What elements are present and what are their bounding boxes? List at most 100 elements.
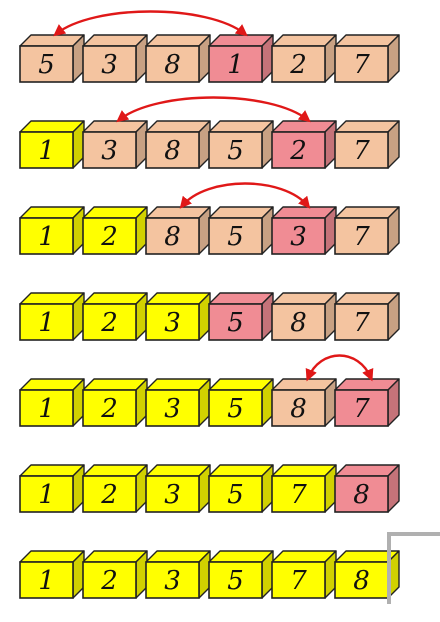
box-number: 7 (353, 222, 370, 252)
box-number: 5 (227, 308, 244, 338)
box-front-face (334, 217, 389, 255)
number-box: 5 (19, 34, 85, 83)
box-front-face (271, 217, 326, 255)
number-box: 8 (145, 34, 211, 83)
box-front-face (82, 475, 137, 513)
number-box: 7 (271, 464, 337, 513)
box-front-face (334, 475, 389, 513)
box-front-face (145, 131, 200, 169)
box-number: 7 (290, 480, 307, 510)
box-number: 2 (289, 50, 307, 80)
box-number: 5 (227, 222, 244, 252)
box-number: 8 (164, 222, 181, 252)
box-number: 1 (38, 136, 55, 166)
box-front-face (19, 389, 74, 427)
number-box: 8 (145, 206, 211, 255)
box-front-face (19, 131, 74, 169)
box-front-face (334, 45, 389, 83)
box-front-face (271, 131, 326, 169)
box-front-face (271, 475, 326, 513)
number-box: 3 (145, 378, 211, 427)
number-box: 2 (82, 464, 148, 513)
number-box: 2 (82, 378, 148, 427)
swap-arrow (53, 10, 248, 37)
box-number: 1 (38, 394, 55, 424)
box-number: 3 (101, 136, 118, 166)
number-box: 7 (271, 550, 337, 599)
box-front-face (145, 475, 200, 513)
number-box: 5 (208, 292, 274, 341)
box-number: 5 (227, 394, 244, 424)
number-box: 3 (82, 34, 148, 83)
box-number: 3 (164, 566, 181, 596)
box-front-face (145, 217, 200, 255)
box-front-face (19, 475, 74, 513)
number-box: 7 (334, 34, 400, 83)
number-box: 1 (19, 292, 85, 341)
number-box: 5 (208, 120, 274, 169)
box-number: 3 (164, 308, 181, 338)
number-box: 3 (145, 292, 211, 341)
box-front-face (82, 303, 137, 341)
box-front-face (271, 303, 326, 341)
box-front-face (334, 303, 389, 341)
box-front-face (82, 45, 137, 83)
number-box: 5 (208, 464, 274, 513)
box-number: 8 (164, 50, 181, 80)
box-front-face (271, 389, 326, 427)
box-number: 3 (164, 480, 181, 510)
box-number: 8 (290, 308, 307, 338)
number-box: 1 (19, 378, 85, 427)
swap-arrow (179, 182, 311, 209)
number-box: 8 (271, 292, 337, 341)
box-number: 7 (353, 394, 370, 424)
swap-arrow (116, 96, 311, 123)
box-front-face (82, 131, 137, 169)
number-box: 1 (19, 464, 85, 513)
number-box: 3 (271, 206, 337, 255)
box-number: 1 (38, 222, 55, 252)
number-box: 1 (19, 550, 85, 599)
box-front-face (334, 389, 389, 427)
swap-arrow (305, 354, 374, 382)
number-box: 7 (334, 206, 400, 255)
number-box: 1 (19, 120, 85, 169)
corner-bracket (387, 532, 440, 604)
number-box: 8 (271, 378, 337, 427)
box-number: 1 (38, 308, 55, 338)
number-box: 5 (208, 378, 274, 427)
box-front-face (19, 45, 74, 83)
box-front-face (82, 561, 137, 599)
box-front-face (82, 217, 137, 255)
box-number: 7 (353, 308, 370, 338)
number-box: 5 (208, 550, 274, 599)
box-front-face (19, 561, 74, 599)
box-number: 7 (353, 136, 370, 166)
number-box: 2 (271, 120, 337, 169)
box-number: 5 (227, 566, 244, 596)
box-number: 2 (289, 136, 307, 166)
box-number: 2 (100, 566, 118, 596)
number-box: 3 (82, 120, 148, 169)
number-box: 2 (82, 292, 148, 341)
number-box: 1 (19, 206, 85, 255)
box-front-face (271, 561, 326, 599)
number-box: 2 (271, 34, 337, 83)
number-box: 7 (334, 378, 400, 427)
box-front-face (334, 131, 389, 169)
box-number: 8 (164, 136, 181, 166)
box-front-face (145, 389, 200, 427)
box-front-face (208, 389, 263, 427)
number-box: 3 (145, 464, 211, 513)
box-front-face (208, 131, 263, 169)
box-front-face (271, 45, 326, 83)
number-box: 8 (145, 120, 211, 169)
box-front-face (208, 475, 263, 513)
